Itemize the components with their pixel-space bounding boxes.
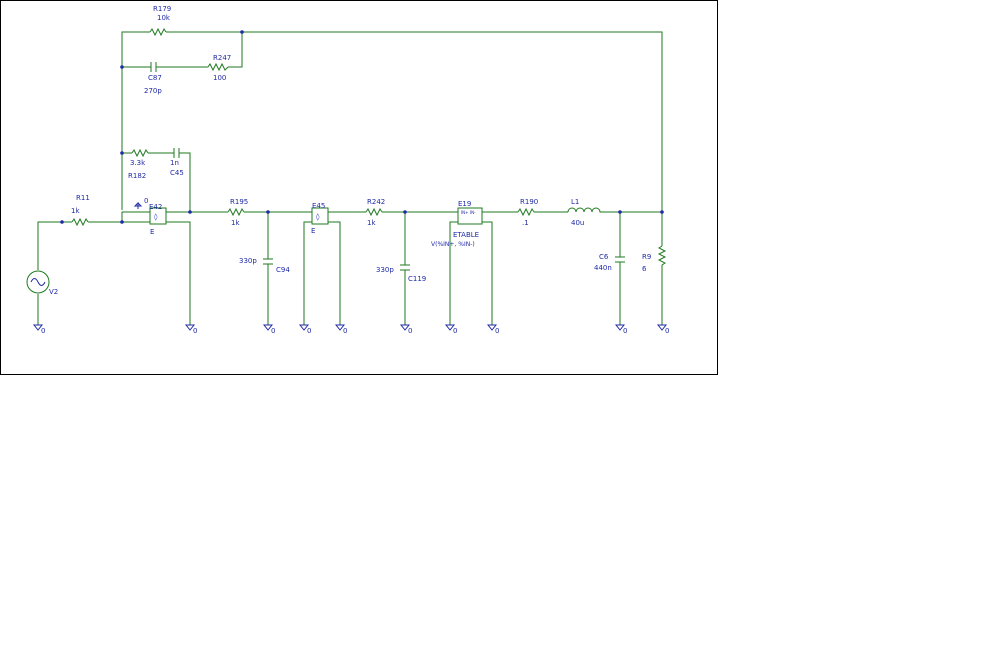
ground-v2[interactable]: 0 — [33, 321, 45, 335]
ground-e45-a-label: 0 — [307, 327, 311, 335]
capacitor-c94[interactable]: 330p C94 — [239, 257, 290, 274]
grounds: 0 0 0 0 0 0 0 0 0 0 — [33, 321, 669, 335]
c45-value: 1n — [170, 159, 179, 167]
r11-ref: R11 — [76, 194, 90, 202]
r179-value: 10k — [157, 14, 171, 22]
ground-c119-label: 0 — [408, 327, 412, 335]
ground-v2-label: 0 — [41, 327, 45, 335]
junction-dot — [403, 210, 407, 214]
ground-c6[interactable]: 0 — [615, 321, 627, 335]
r9-ref: R9 — [642, 253, 651, 261]
ground-e19-b[interactable]: 0 — [487, 321, 499, 335]
ground-e42[interactable]: 0 — [185, 321, 197, 335]
ground-c6-label: 0 — [623, 327, 627, 335]
source-e19[interactable]: IN+ IN- E19 ETABLE V(%IN+, %IN-) — [431, 200, 483, 248]
r182-ref: R182 — [128, 172, 146, 180]
ground-c94[interactable]: 0 — [263, 321, 275, 335]
junctions — [60, 30, 664, 224]
capacitor-c87[interactable]: C87 270p — [144, 62, 162, 95]
c87-value: 270p — [144, 87, 162, 95]
r195-value: 1k — [231, 219, 240, 227]
ground-r9[interactable]: 0 — [657, 321, 669, 335]
e19-pin-b: IN- — [470, 210, 476, 215]
r190-ref: R190 — [520, 198, 538, 206]
ground-e19-a-label: 0 — [453, 327, 457, 335]
junction-dot — [60, 220, 64, 224]
e42-ref: E42 — [149, 203, 162, 211]
ground-r9-label: 0 — [665, 327, 669, 335]
capacitor-c6[interactable]: C6 440n — [594, 253, 625, 272]
c87-ref: C87 — [148, 74, 162, 82]
c6-value: 440n — [594, 264, 612, 272]
ground-e42-label: 0 — [193, 327, 197, 335]
l1-value: 40u — [571, 219, 584, 227]
resistor-r242[interactable]: R242 1k — [365, 198, 385, 227]
v2-ref: V2 — [49, 288, 58, 296]
capacitor-c45[interactable]: 1n C45 — [170, 148, 184, 177]
r195-ref: R195 — [230, 198, 248, 206]
resistor-r11[interactable]: R11 1k — [71, 194, 90, 227]
r11-value: 1k — [71, 207, 80, 215]
source-e42[interactable]: ◊ 0 E42 E — [133, 197, 167, 236]
c119-ref: C119 — [408, 275, 426, 283]
resistor-r179[interactable]: R179 10k — [149, 5, 171, 37]
ground-e45-b[interactable]: 0 — [335, 321, 347, 335]
r247-ref: R247 — [213, 54, 231, 62]
e19-ref: E19 — [458, 200, 471, 208]
e45-glyph: ◊ — [316, 213, 320, 221]
sheet-edge-mark — [58, 375, 70, 377]
e42-ground-label: 0 — [144, 197, 148, 205]
schematic-frame — [0, 0, 718, 375]
r182-value: 3.3k — [130, 159, 146, 167]
wires — [37, 31, 663, 324]
ground-e19-b-label: 0 — [495, 327, 499, 335]
r242-ref: R242 — [367, 198, 385, 206]
capacitor-c119[interactable]: 330p C119 — [376, 264, 426, 283]
resistor-r190[interactable]: R190 .1 — [517, 198, 538, 227]
ground-e45-b-label: 0 — [343, 327, 347, 335]
r9-value: 6 — [642, 265, 647, 273]
junction-dot — [188, 210, 192, 214]
c6-ref: C6 — [599, 253, 609, 261]
r190-value: .1 — [522, 219, 529, 227]
ground-e45-a[interactable]: 0 — [299, 321, 311, 335]
e19-type: ETABLE — [453, 231, 479, 239]
resistor-r182[interactable]: 3.3k R182 — [128, 148, 149, 180]
junction-dot — [660, 210, 664, 214]
ground-c94-label: 0 — [271, 327, 275, 335]
e42-sub: E — [150, 228, 154, 236]
e45-sub: E — [311, 227, 315, 235]
junction-dot — [120, 220, 124, 224]
resistor-r247[interactable]: R247 100 — [207, 54, 231, 82]
resistor-r9[interactable]: R9 6 — [642, 245, 667, 273]
junction-dot — [266, 210, 270, 214]
e42-glyph: ◊ — [154, 213, 158, 221]
resistor-r195[interactable]: R195 1k — [227, 198, 248, 227]
r247-value: 100 — [213, 74, 226, 82]
c94-ref: C94 — [276, 266, 290, 274]
e19-expression: V(%IN+, %IN-) — [431, 241, 475, 248]
l1-ref: L1 — [571, 198, 579, 206]
c94-value: 330p — [239, 257, 257, 265]
junction-dot — [120, 151, 124, 155]
ground-e19-a[interactable]: 0 — [445, 321, 457, 335]
source-e45[interactable]: ◊ E45 E — [311, 202, 329, 235]
c119-value: 330p — [376, 266, 394, 274]
r242-value: 1k — [367, 219, 376, 227]
r179-ref: R179 — [153, 5, 171, 13]
junction-dot — [120, 65, 124, 69]
c45-ref: C45 — [170, 169, 184, 177]
e19-pin-a: IN+ — [461, 210, 469, 215]
junction-dot — [240, 30, 244, 34]
ground-c119[interactable]: 0 — [400, 321, 412, 335]
voltage-source-v2[interactable]: V2 — [26, 270, 58, 296]
junction-dot — [618, 210, 622, 214]
inductor-l1[interactable]: L1 40u — [567, 198, 602, 227]
e45-ref: E45 — [312, 202, 325, 210]
